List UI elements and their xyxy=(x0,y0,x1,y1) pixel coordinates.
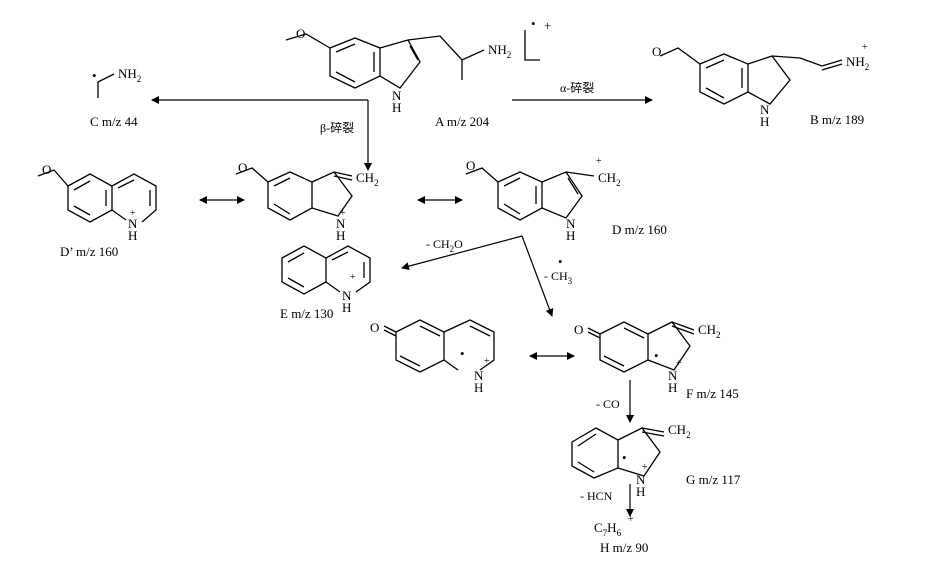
molecule-A: O NH2 N H • + A m/z 204 xyxy=(285,16,551,129)
molecule-F-resonance: O • N H + xyxy=(370,319,495,395)
b-h: H xyxy=(760,114,769,129)
label-B: B m/z 189 xyxy=(810,112,864,127)
g-dot: • xyxy=(622,450,627,465)
molecule-C: • NH2 C m/z 44 xyxy=(90,66,141,129)
dres-o: O xyxy=(238,160,247,175)
d-o: O xyxy=(466,158,475,173)
dres-n: N xyxy=(336,216,346,231)
fres-charge: + xyxy=(484,356,490,367)
molecule-B: O NH2 + N H B m/z 189 xyxy=(652,42,869,129)
label-alpha: α-碎裂 xyxy=(560,80,594,95)
f-o: O xyxy=(574,322,583,337)
arrow-ch3 xyxy=(521,235,554,317)
label-G: G m/z 117 xyxy=(686,472,741,487)
methoxy-o: O xyxy=(296,26,305,41)
a-radical-dot: • xyxy=(531,16,536,31)
dprime-n: N xyxy=(128,216,138,231)
fres-dot: • xyxy=(460,346,465,361)
a-n: N xyxy=(392,88,402,103)
label-hcn: - HCN xyxy=(580,489,613,503)
fres-o: O xyxy=(370,320,379,335)
molecule-D: O CH2 + N H D m/z 160 xyxy=(465,156,667,243)
dprime-o: O xyxy=(42,162,51,177)
label-Dprime: D’ m/z 160 xyxy=(60,244,118,259)
arrow-ch2o xyxy=(401,235,523,271)
b-nh2: NH2 xyxy=(846,54,869,72)
f-dot: • xyxy=(654,348,659,363)
d-charge: + xyxy=(596,156,602,167)
molecule-F: O CH2 • N H + F m/z 145 xyxy=(574,321,739,401)
molecule-D-resonance: O CH2 N H + xyxy=(235,160,379,243)
label-ch3: - CH3 xyxy=(544,269,573,286)
h-charge: + xyxy=(628,514,634,525)
b-n: N xyxy=(760,102,770,117)
d-h: H xyxy=(566,228,575,243)
molecule-G: CH2 • N H + G m/z 117 xyxy=(571,422,741,499)
label-C: C m/z 44 xyxy=(90,114,138,129)
d-n: N xyxy=(566,216,576,231)
label-beta: β-碎裂 xyxy=(320,120,354,135)
a-nh2: NH2 xyxy=(488,42,511,60)
label-ch2o: - CH2O xyxy=(426,237,463,254)
molecule-E: N H + E m/z 130 xyxy=(280,245,371,321)
a-h: H xyxy=(392,100,401,115)
label-F: F m/z 145 xyxy=(686,386,739,401)
c-dot: • xyxy=(92,68,97,83)
fres-n: N xyxy=(474,368,484,383)
g-n: N xyxy=(636,472,646,487)
label-E: E m/z 130 xyxy=(280,306,333,321)
d-ch2: CH2 xyxy=(598,170,621,188)
a-charge: + xyxy=(544,18,551,33)
b-charge: + xyxy=(862,42,868,53)
e-h: H xyxy=(342,300,351,315)
molecule-Dprime: O N H + D’ m/z 160 xyxy=(37,162,157,259)
molecule-H: C7H6 + H m/z 90 xyxy=(594,514,648,555)
h-formula: C7H6 xyxy=(594,520,622,538)
dprime-h: H xyxy=(128,228,137,243)
b-methoxy-o: O xyxy=(652,44,661,59)
arrows: β-碎裂 α-碎裂 - CH2O - CH3 • - CO - HCN xyxy=(151,80,653,517)
ch3-dot: • xyxy=(558,254,563,269)
c-nh2: NH2 xyxy=(118,66,141,84)
g-h: H xyxy=(636,484,645,499)
dres-ch2: CH2 xyxy=(356,170,379,188)
f-ch2: CH2 xyxy=(698,322,721,340)
g-charge: + xyxy=(642,462,648,473)
f-h: H xyxy=(668,380,677,395)
f-charge: + xyxy=(676,358,682,369)
e-charge: + xyxy=(350,272,356,283)
f-n: N xyxy=(668,368,678,383)
label-A: A m/z 204 xyxy=(435,114,490,129)
e-n: N xyxy=(342,288,352,303)
label-H: H m/z 90 xyxy=(600,540,648,555)
dprime-charge: + xyxy=(130,208,136,219)
fres-h: H xyxy=(474,380,483,395)
dres-charge: + xyxy=(340,208,346,219)
label-D: D m/z 160 xyxy=(612,222,667,237)
dres-h: H xyxy=(336,228,345,243)
g-ch2: CH2 xyxy=(668,422,691,440)
label-co: - CO xyxy=(596,397,620,411)
